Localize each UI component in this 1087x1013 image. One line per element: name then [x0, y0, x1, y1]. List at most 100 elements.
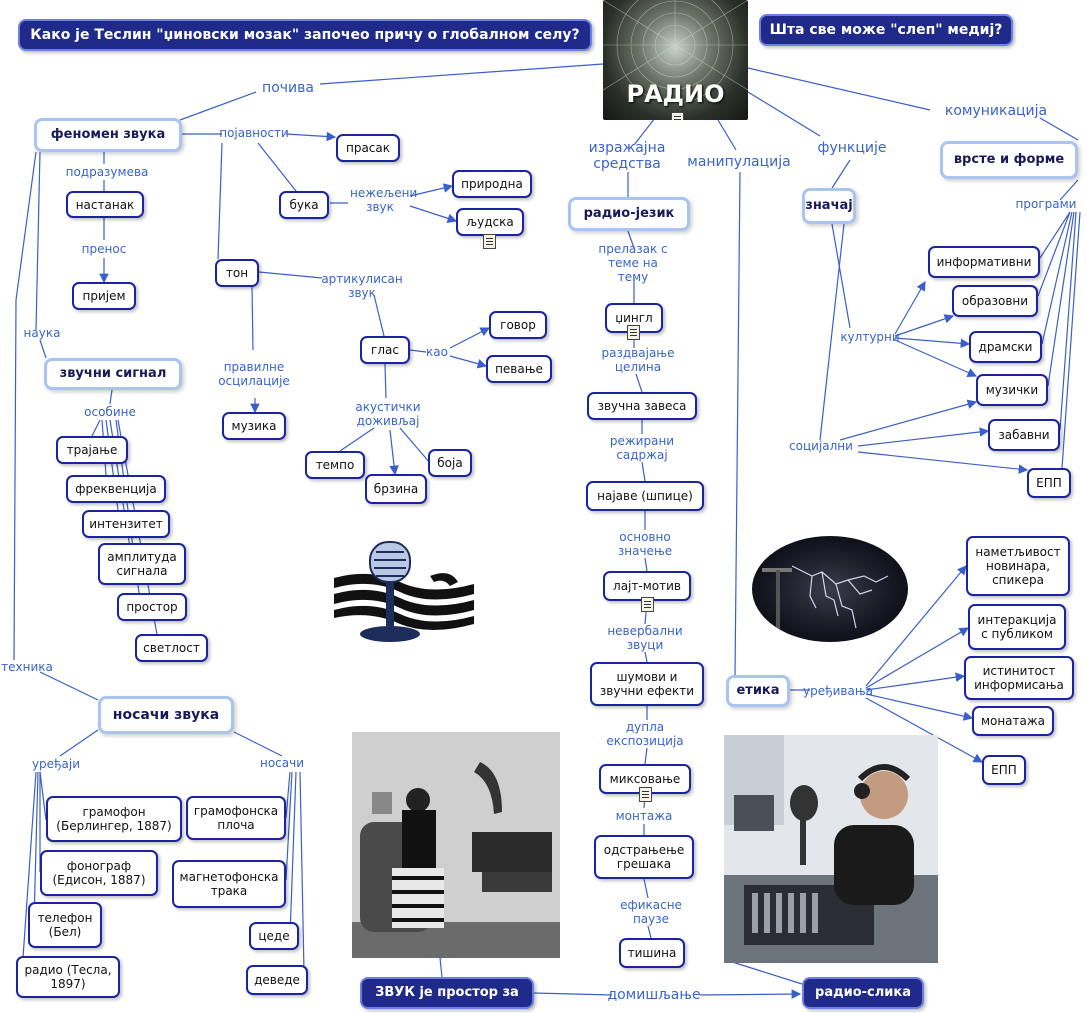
label-izrazajna: изражајна средства — [588, 140, 666, 172]
node-buka[interactable]: бука — [279, 191, 329, 219]
connector-line — [285, 771, 291, 819]
node-pevanje[interactable]: певање — [486, 355, 552, 383]
node-nametljivost[interactable]: наметљивост новинара, спикера — [966, 536, 1070, 596]
connector-line — [179, 91, 257, 121]
connector-line — [339, 427, 375, 452]
connector-line — [109, 389, 113, 405]
node-brzina[interactable]: брзина — [365, 474, 427, 504]
question-tesla[interactable]: Како је Теслин "џиновски мозак" започео … — [18, 19, 592, 51]
node-frekvencija[interactable]: фреквенција — [66, 475, 166, 503]
node-zvucni-signal[interactable]: звучни сигнал — [44, 358, 182, 390]
node-obrazovni[interactable]: образовни — [952, 285, 1038, 317]
node-muzicki[interactable]: музички — [976, 374, 1048, 406]
label-uredjivanja: уређивања — [803, 684, 873, 698]
node-cede[interactable]: цеде — [249, 922, 299, 950]
node-dramski[interactable]: драмски — [969, 331, 1042, 363]
question-blind-medium[interactable]: Шта све може "слеп" медиј? — [759, 14, 1013, 46]
label-razdvajanje: раздвајање целина — [601, 346, 675, 374]
node-informativni[interactable]: информативни — [928, 246, 1040, 278]
node-glas[interactable]: глас — [360, 336, 410, 364]
node-tisina[interactable]: тишина — [619, 938, 685, 968]
node-znacaj[interactable]: значај — [802, 188, 856, 224]
document-icon[interactable] — [639, 787, 652, 802]
node-radio-jezik[interactable]: радио-језик — [568, 197, 690, 231]
connector-line — [865, 697, 984, 763]
connector-line — [644, 557, 648, 572]
label-osnovno: основно значење — [617, 530, 673, 558]
node-amplituda[interactable]: амплитуда сигнала — [98, 543, 186, 585]
node-magnetofonska-traka[interactable]: магнетофонска трака — [172, 860, 286, 908]
node-govor[interactable]: говор — [489, 311, 547, 339]
connector-line — [894, 337, 971, 349]
node-fenomen-zvuka[interactable]: феномен звука — [34, 118, 182, 152]
node-sumovi[interactable]: шумови и звучни ефекти — [590, 662, 704, 706]
node-zvucna-zavesa[interactable]: звучна завеса — [587, 392, 697, 420]
node-prirodna[interactable]: природна — [452, 170, 532, 198]
node-fonograf[interactable]: фонограф (Едисон, 1887) — [40, 850, 158, 896]
node-ton[interactable]: тон — [215, 259, 259, 287]
node-gramofon[interactable]: грамофон (Берлингер, 1887) — [46, 796, 182, 842]
node-zvuk-prostor[interactable]: ЗВУК је простор за — [360, 977, 534, 1009]
node-etika[interactable]: етика — [726, 675, 790, 707]
node-nosaci-zvuka[interactable]: носачи звука — [98, 696, 234, 734]
connector-line — [258, 271, 323, 279]
node-telefon[interactable]: телефон (Бел) — [28, 902, 102, 948]
node-odstranjivanje[interactable]: одстрањење грешака — [594, 835, 694, 879]
connector-line — [644, 747, 648, 765]
connector-line — [1061, 211, 1081, 469]
connector-line — [39, 671, 99, 701]
node-intenzitet[interactable]: интензитет — [82, 510, 170, 538]
connector-line — [699, 989, 802, 999]
connector-line — [894, 314, 955, 337]
label-efikasne: ефикасне паузе — [620, 898, 682, 926]
connector-line — [217, 142, 223, 260]
node-miksovanje[interactable]: миксовање — [599, 764, 691, 794]
label-montaza: монтажа — [615, 809, 673, 823]
node-najave[interactable]: најаве (шпице) — [586, 481, 704, 511]
studio-drawing — [724, 735, 938, 963]
label-kao: као — [426, 345, 448, 359]
connector-line — [857, 451, 1029, 474]
node-boja[interactable]: боја — [428, 449, 472, 477]
node-lajt-motiv[interactable]: лајт-мотив — [603, 571, 691, 601]
connector-line — [865, 627, 970, 689]
node-radio-tesla[interactable]: радио (Тесла, 1897) — [16, 956, 120, 998]
connector-line — [644, 651, 648, 663]
node-trajanje[interactable]: трајање — [56, 436, 128, 464]
document-icon[interactable] — [641, 597, 654, 612]
node-zabavni[interactable]: забавни — [988, 419, 1060, 451]
node-radio-slika[interactable]: радио-слика — [802, 977, 924, 1009]
connector-line — [257, 142, 297, 192]
radio-central-image[interactable]: РАДИО — [603, 0, 748, 120]
document-icon[interactable] — [627, 325, 640, 340]
connector-line — [59, 729, 99, 757]
node-prijem[interactable]: пријем — [72, 282, 136, 310]
radio-title: РАДИО — [626, 80, 725, 108]
node-epp-2[interactable]: ЕПП — [982, 755, 1026, 785]
node-montaza[interactable]: монатажа — [972, 706, 1054, 736]
node-ljudska[interactable]: људска — [456, 208, 524, 236]
node-epp-1[interactable]: ЕПП — [1027, 468, 1071, 498]
label-kulturni: културни — [840, 330, 900, 344]
node-prostor[interactable]: простор — [117, 593, 187, 621]
connector-line — [635, 373, 643, 393]
node-interakcija[interactable]: интеракција с публиком — [968, 604, 1066, 650]
document-icon[interactable] — [671, 112, 684, 120]
connector-line — [13, 151, 37, 661]
node-vrste-i-forme[interactable]: врсте и форме — [940, 141, 1078, 179]
document-icon[interactable] — [483, 234, 496, 249]
node-svetlost[interactable]: светлост — [135, 634, 208, 662]
connector-line — [409, 205, 458, 223]
node-istinitost[interactable]: истинитост информисања — [964, 656, 1074, 700]
node-devede[interactable]: деведе — [246, 965, 308, 995]
node-gramofonska-ploca[interactable]: грамофонска плоча — [186, 796, 286, 840]
connector-line — [831, 223, 851, 329]
label-manipulacija: манипулација — [687, 154, 791, 170]
node-nastanak[interactable]: настанак — [66, 191, 144, 218]
connector-line — [894, 280, 926, 335]
label-rezirani: режирани садржај — [609, 434, 675, 462]
node-prasak[interactable]: прасак — [336, 134, 400, 162]
node-muzika[interactable]: музика — [222, 412, 286, 440]
label-socijalni: социјални — [789, 439, 853, 453]
node-tempo[interactable]: темпо — [305, 451, 365, 479]
